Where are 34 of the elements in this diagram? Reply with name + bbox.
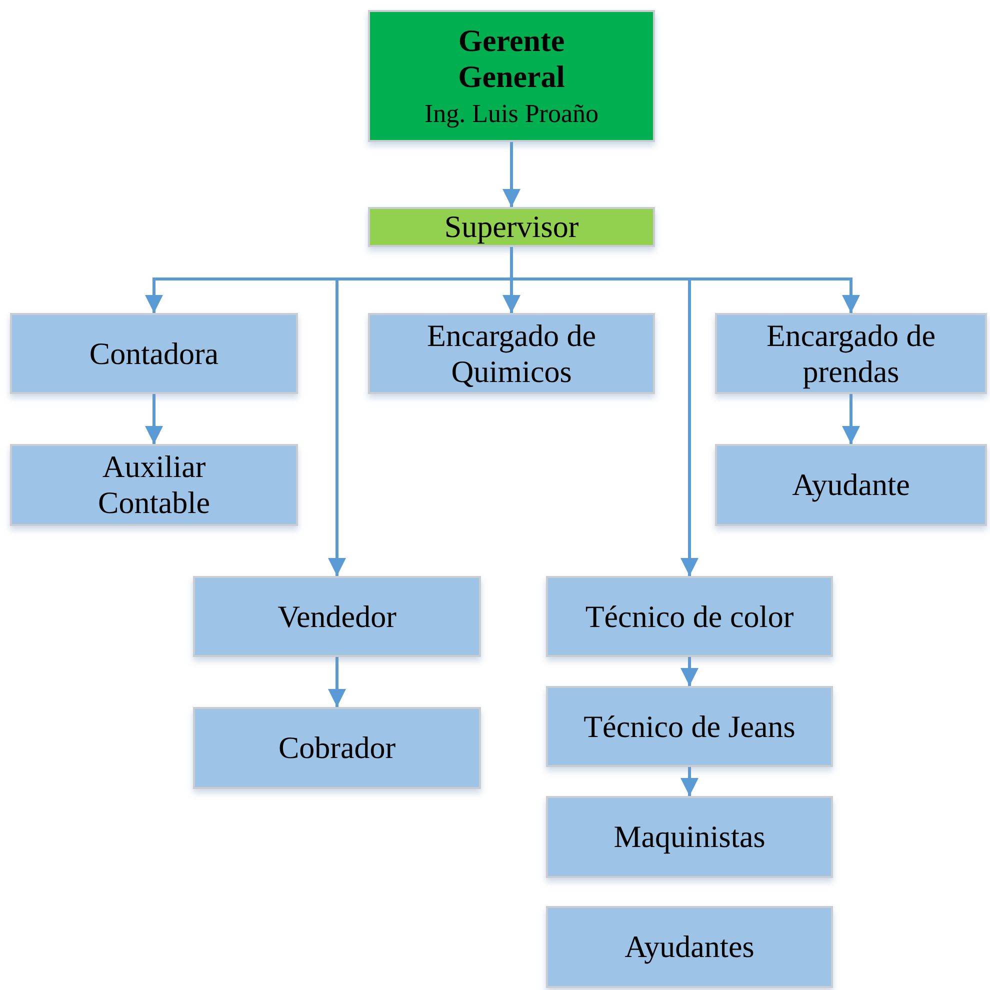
- position-title: Contadora: [89, 336, 219, 372]
- position-title: Ayudante: [792, 467, 910, 503]
- person-name: Ing. Luis Proaño: [424, 98, 599, 129]
- position-title: Cobrador: [278, 730, 396, 766]
- position-title: Vendedor: [278, 598, 396, 634]
- position-title: Supervisor: [444, 209, 579, 245]
- connector-arrow: [328, 657, 346, 707]
- position-box: [368, 207, 655, 247]
- position-box: [193, 576, 481, 657]
- position-title: Técnico de Jeans: [584, 708, 796, 744]
- position-box: [546, 576, 833, 657]
- position-title: Gerente General: [457, 23, 566, 95]
- position-title: Maquinistas: [614, 819, 766, 855]
- position-box: [10, 444, 298, 526]
- position-box: [546, 686, 833, 767]
- position-title: Auxiliar Contable: [97, 449, 211, 521]
- position-title: Técnico de color: [585, 598, 794, 634]
- connector-arrow: [680, 657, 698, 686]
- position-box: [546, 796, 833, 878]
- position-title: Encargado de Quimicos: [426, 318, 597, 390]
- position-box: [368, 10, 655, 142]
- position-title: Encargado de prendas: [766, 318, 936, 390]
- position-box: [10, 313, 298, 394]
- position-box: [715, 313, 987, 394]
- position-box: [546, 906, 833, 988]
- position-title: Ayudantes: [624, 929, 754, 965]
- connector-arrow: [842, 394, 860, 444]
- position-box: [368, 313, 655, 394]
- connector-arrow: [502, 142, 520, 207]
- connector-arrow: [510, 247, 860, 313]
- position-box: [715, 444, 987, 526]
- connector-arrow: [145, 394, 163, 444]
- position-box: [193, 707, 481, 789]
- connector-arrow: [680, 767, 698, 796]
